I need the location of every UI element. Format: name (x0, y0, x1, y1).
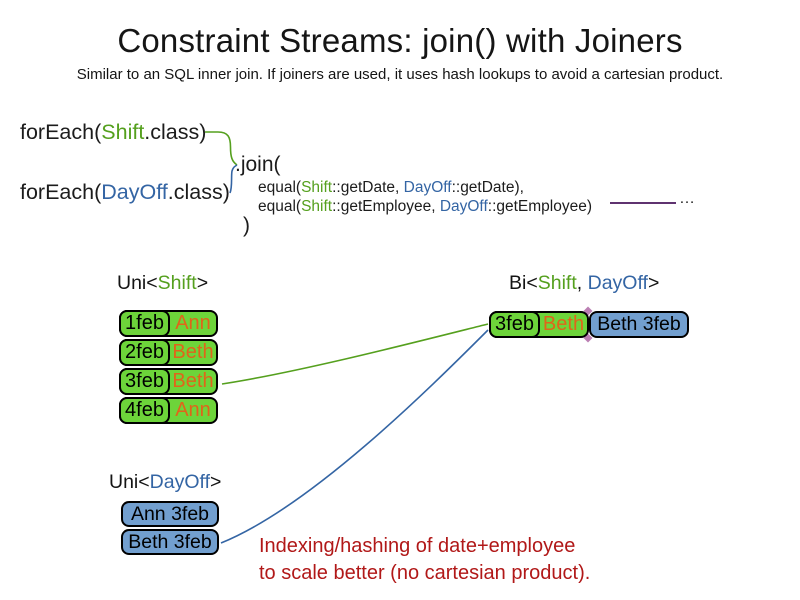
code-foreach-shift: forEach(Shift.class) (20, 120, 206, 145)
shift-class-token: Shift (301, 198, 333, 215)
code-text: ::getEmployee) (487, 198, 593, 215)
employee-cell: Ann (175, 399, 211, 421)
dayoff-class-token: DayOff (587, 272, 648, 294)
dayoff-class-token: DayOff (149, 471, 210, 493)
label-text: > (209, 471, 222, 493)
code-joiner-date: equal(Shift::getDate, DayOff::getDate), (258, 179, 524, 197)
employee-cell: Beth (172, 341, 214, 363)
uni-dayoff-table: Ann 3feb Beth 3feb (121, 501, 219, 557)
code-text: ::getDate), (451, 179, 524, 196)
code-text: ::getEmployee, (332, 198, 440, 215)
uni-dayoff-label: Uni<DayOff> (109, 471, 221, 494)
bi-dayoff-part: Beth 3feb (589, 311, 689, 338)
table-row: Beth 3feb (121, 529, 219, 555)
page-subtitle: Similar to an SQL inner join. If joiners… (76, 66, 724, 83)
code-text: equal( (258, 198, 302, 215)
shift-class-token: Shift (301, 179, 333, 196)
bi-shift-part: 3feb Beth (489, 311, 589, 338)
date-cell: 3feb (489, 311, 540, 338)
date-cell: 4feb (119, 397, 170, 424)
code-text: forEach( (20, 120, 102, 144)
uni-shift-table: 1feb Ann 2feb Beth 3feb Beth 4feb Ann (119, 310, 218, 426)
code-join-close: ) (243, 214, 250, 237)
label-text: > (196, 272, 209, 294)
code-join-open: .join( (235, 153, 281, 176)
table-row: 2feb Beth (119, 339, 218, 366)
label-text: , (576, 272, 588, 294)
label-text: Bi< (509, 272, 538, 294)
dayoff-class-token: DayOff (101, 180, 168, 204)
note-line: Indexing/hashing of date+employee (259, 535, 576, 557)
dayoff-class-token: DayOff (403, 179, 452, 196)
date-cell: 2feb (119, 339, 170, 366)
table-row: 4feb Ann (119, 397, 218, 424)
code-joiner-employee: equal(Shift::getEmployee, DayOff::getEmp… (258, 198, 592, 216)
shift-match-line (221, 323, 489, 385)
shift-class-token: Shift (157, 272, 197, 294)
note-line: to scale better (no cartesian product). (259, 562, 591, 584)
shift-class-token: Shift (101, 120, 145, 144)
uni-shift-label: Uni<Shift> (117, 272, 208, 295)
code-text: .class) (144, 120, 207, 144)
code-text: .class) (167, 180, 230, 204)
page-title: Constraint Streams: join() with Joiners (117, 22, 683, 59)
date-cell: 1feb (119, 310, 170, 337)
code-text: ::getDate, (332, 179, 404, 196)
code-text: forEach( (20, 180, 102, 204)
dayoff-class-token: DayOff (439, 198, 488, 215)
ellipsis-text: … (679, 190, 697, 207)
label-text: Uni< (117, 272, 158, 294)
dayoff-to-join-brace-line (229, 164, 238, 194)
table-row: 3feb Beth (119, 368, 218, 395)
label-text: > (647, 272, 660, 294)
employee-cell: Beth (172, 370, 214, 392)
table-row: Ann 3feb (121, 501, 219, 527)
shift-to-join-brace-line (205, 131, 238, 166)
table-row: 1feb Ann (119, 310, 218, 337)
employee-cell: Ann (175, 312, 211, 334)
dayoff-match-line (220, 329, 489, 544)
date-cell: 3feb (119, 368, 170, 395)
code-text: equal( (258, 179, 302, 196)
code-foreach-dayoff: forEach(DayOff.class) (20, 180, 230, 205)
label-text: Uni< (109, 471, 150, 493)
indexing-note: Indexing/hashing of date+employee to scal… (259, 533, 590, 587)
bi-result-row: 3feb Beth Beth 3feb (489, 311, 689, 338)
shift-class-token: Shift (537, 272, 577, 294)
employee-cell: Beth (542, 313, 585, 335)
bi-label: Bi<Shift, DayOff> (509, 272, 659, 295)
